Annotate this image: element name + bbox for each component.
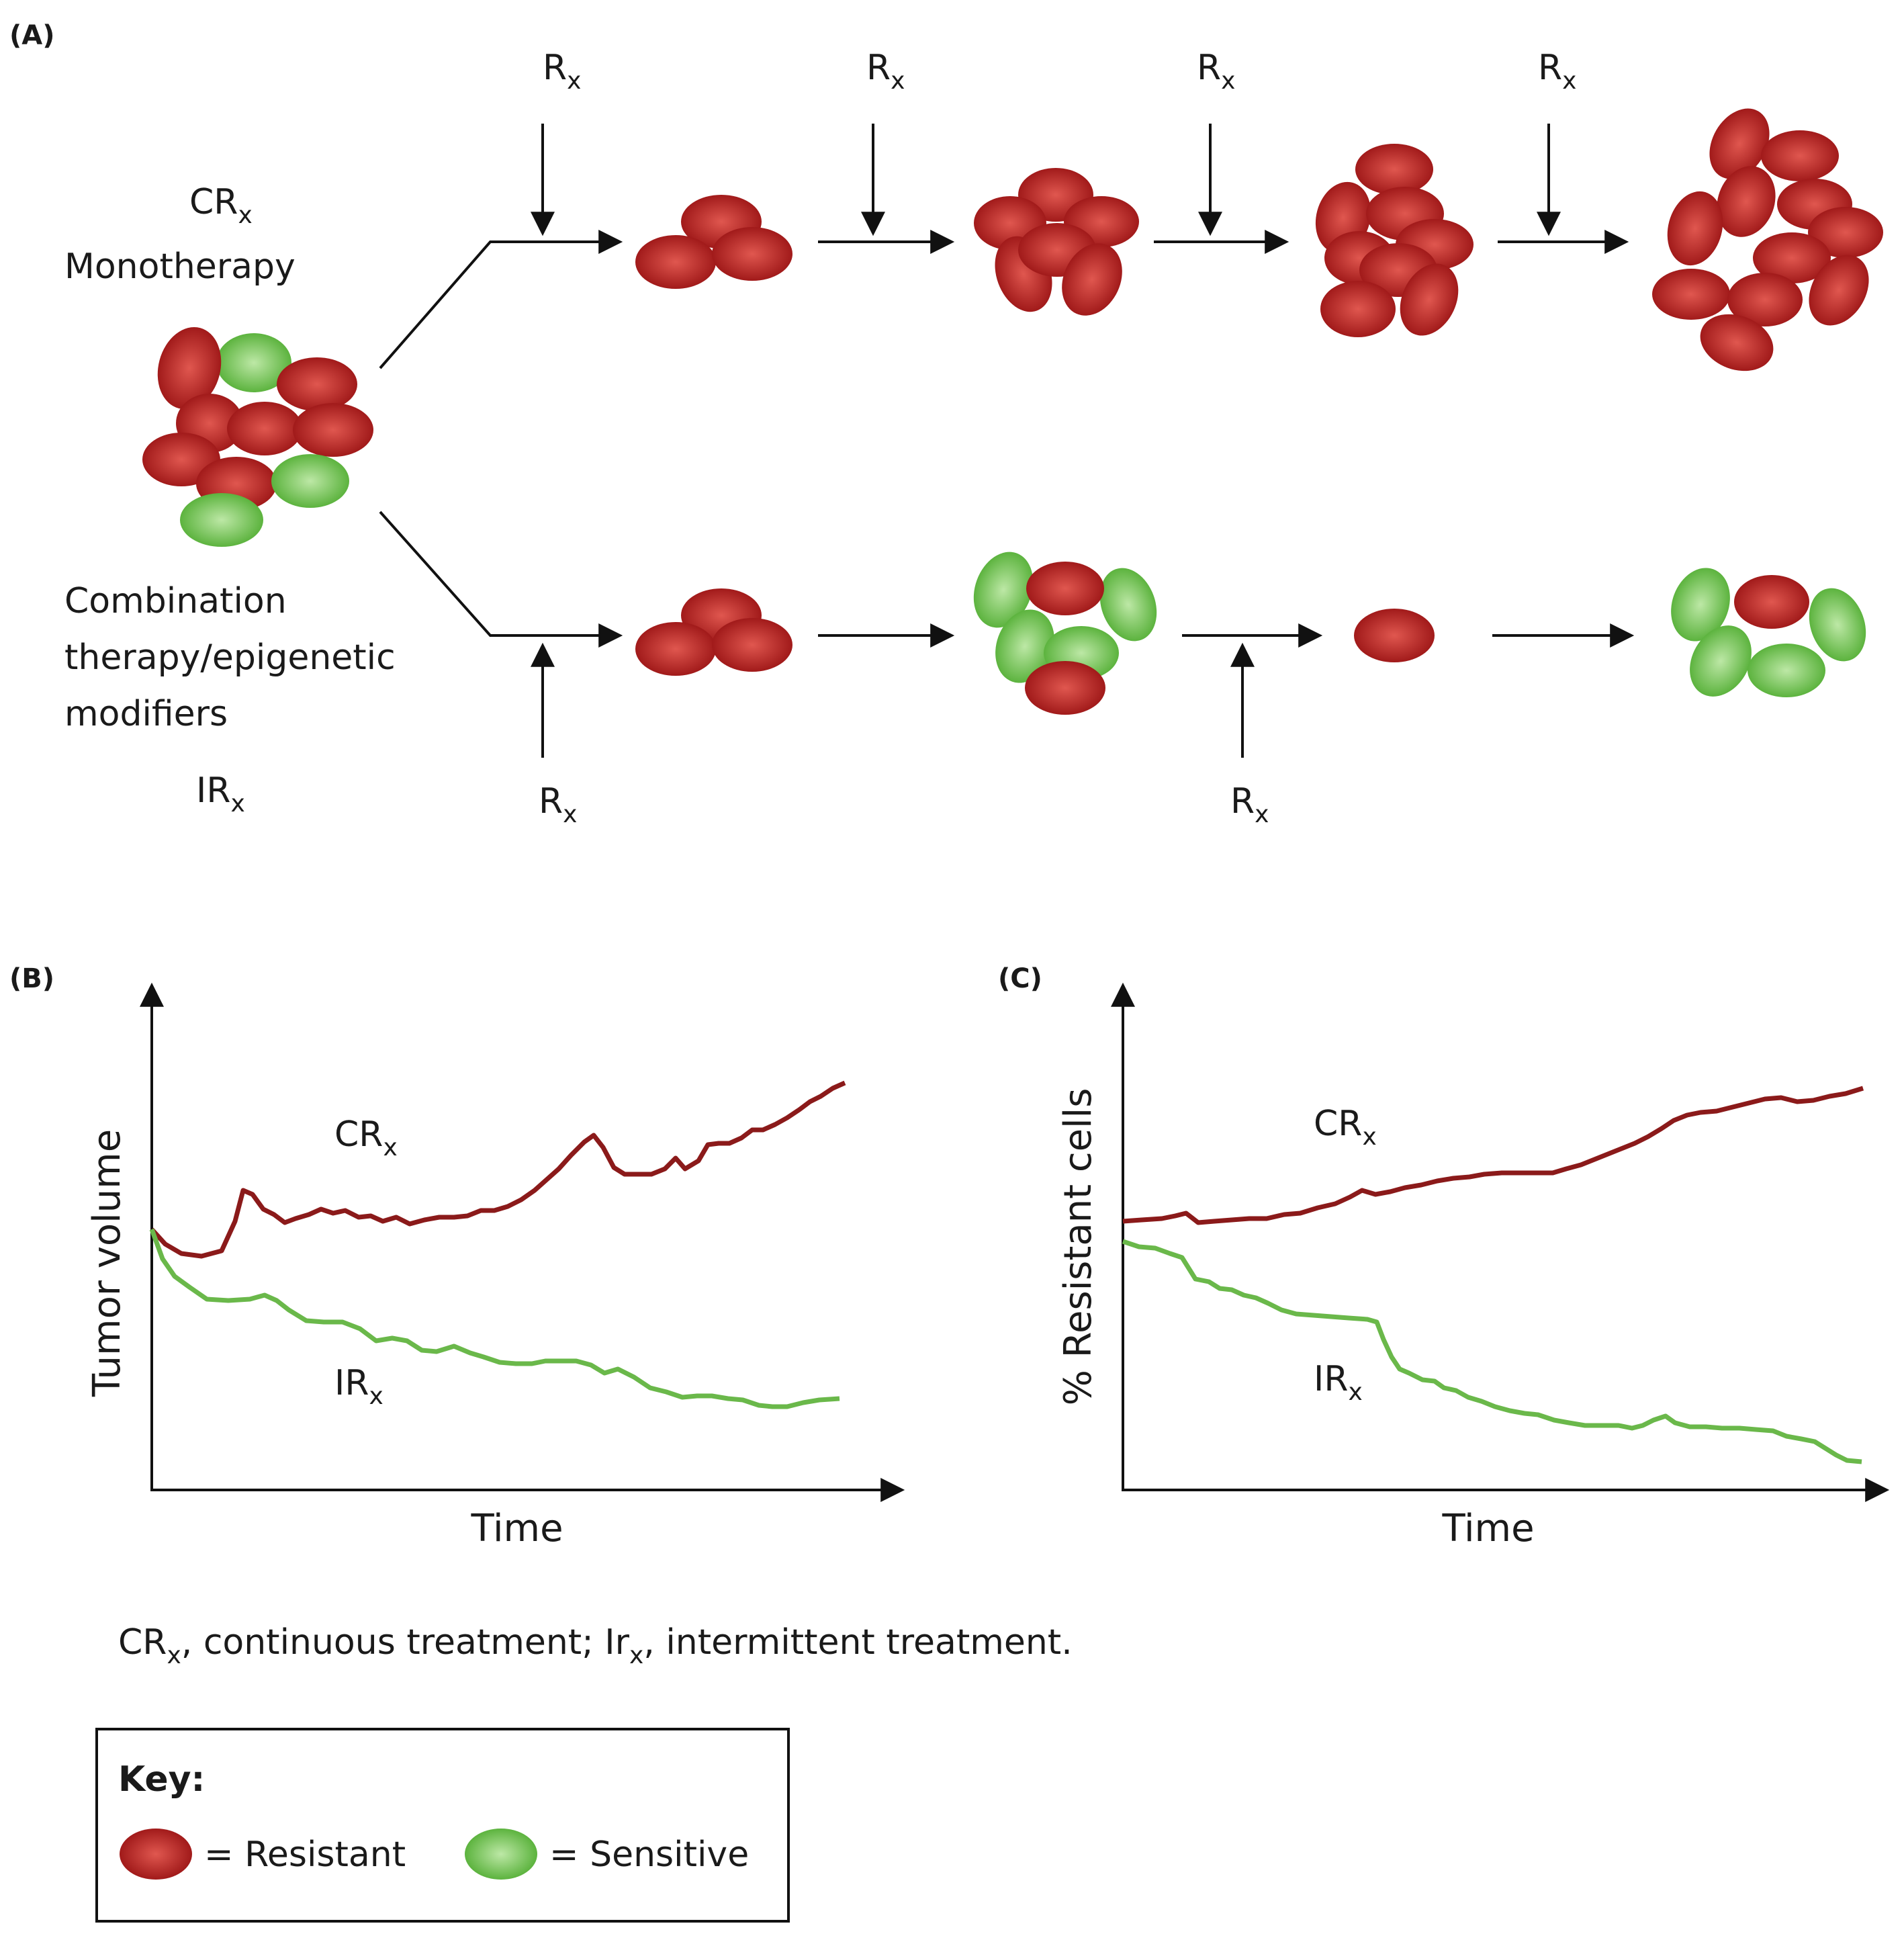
mono-tumor-stage-2 (974, 168, 1139, 316)
svg-text:Rx: Rx (866, 48, 905, 95)
combo-title-line-1: Combination (64, 581, 287, 621)
ir-series-line (1122, 1239, 1862, 1464)
combo-tumor-stage-1 (635, 588, 792, 676)
resistant-cell (293, 403, 373, 457)
sensitive-swatch (465, 1829, 537, 1880)
resistant-cell (635, 622, 716, 676)
resistant-cell (1667, 191, 1723, 266)
svg-text:Rx: Rx (1230, 781, 1269, 828)
cr-series-label: CRx (1314, 1104, 1377, 1151)
rx-dose-bottom-1: Rx (531, 642, 577, 828)
rx-dose-top-3: Rx (1197, 48, 1235, 236)
key-title: Key: (118, 1759, 205, 1800)
rx-dose-top-4: Rx (1537, 48, 1576, 236)
resistant-cell (1400, 263, 1459, 336)
combo-title-line-3: modifiers (64, 694, 228, 734)
resistant-cell (277, 357, 357, 411)
mono-tumor-stage-1 (635, 195, 792, 289)
panel-b: (B) Tumor volume Time CRx IRx (9, 963, 905, 1550)
combo-tumor-stage-2 (973, 552, 1157, 715)
sensitive-cell (1099, 568, 1157, 642)
sensitive-cell (180, 493, 263, 547)
combo-tumor-stage-3 (1354, 609, 1435, 662)
x-axis-label: Time (1441, 1507, 1534, 1550)
cr-series-line (150, 1080, 846, 1259)
resistant-cell (1354, 609, 1435, 662)
svg-text:Rx: Rx (1197, 48, 1235, 95)
panel-b-label: (B) (9, 963, 54, 994)
caption: CRx, continuous treatment; Irx, intermit… (118, 1622, 1073, 1669)
panel-c-label: (C) (998, 963, 1042, 994)
panel-c: (C) % Resistant cells Time CRx IRx (998, 963, 1890, 1550)
resistant-cell (157, 326, 222, 410)
resistant-cell (227, 402, 302, 455)
cr-series-label: CRx (334, 1114, 398, 1161)
resistant-cell (1727, 273, 1803, 326)
resistant-cell (1026, 562, 1104, 615)
resistant-cell (1355, 144, 1433, 195)
resistant-cell (1761, 130, 1839, 181)
mono-branch-arrow (379, 230, 623, 369)
resistant-cell (1753, 232, 1831, 283)
key-box: Key: = Resistant = Sensitive (95, 1728, 790, 1923)
resistant-cell (1320, 281, 1396, 337)
resistant-cell (1709, 108, 1770, 179)
resistant-cell (1700, 314, 1774, 371)
resistant-cell (1062, 243, 1122, 316)
ir-series-line (149, 1228, 840, 1409)
combo-regimen-label: IRx (196, 771, 245, 818)
sensitive-cell (1748, 644, 1825, 697)
rx-dose-bottom-2: Rx (1230, 642, 1269, 828)
sensitive-cell (995, 609, 1054, 683)
y-axis-label: % Resistant cells (1056, 1088, 1100, 1406)
rx-dose-top-1: Rx (531, 48, 581, 236)
resistant-cell (1808, 207, 1883, 258)
panel-a: (A) CRx Monotherapy Combination therapy/… (9, 20, 1883, 828)
initial-tumor (142, 326, 373, 547)
resistant-cell (1025, 661, 1105, 715)
svg-text:Rx: Rx (1538, 48, 1576, 95)
svg-text:Rx: Rx (543, 48, 581, 95)
combo-tumor-stage-4 (1671, 568, 1866, 697)
mono-tumor-stage-3 (1315, 144, 1474, 337)
resistant-cell (712, 618, 792, 672)
resistant-cell (1734, 575, 1809, 629)
resistant-cell (712, 227, 792, 281)
key-resistant-label: = Resistant (204, 1835, 406, 1875)
sensitive-cell (271, 454, 349, 508)
cr-series-line (1122, 1086, 1864, 1225)
combo-title-line-2: therapy/epigenetic (64, 637, 396, 678)
resistant-cell (1652, 269, 1730, 320)
sensitive-cell (1690, 625, 1752, 697)
sensitive-cell (1809, 588, 1866, 662)
mono-tumor-stage-4 (1652, 108, 1883, 371)
ir-series-label: IRx (1314, 1359, 1363, 1406)
mono-title: Monotherapy (64, 247, 296, 287)
resistant-cell (1717, 166, 1776, 237)
key-border (95, 1728, 790, 1923)
sensitive-cell (1671, 568, 1730, 642)
ir-series-label: IRx (334, 1363, 383, 1410)
sensitive-cell (973, 552, 1034, 628)
sensitive-cell (216, 333, 291, 392)
mono-regimen-label: CRx (189, 182, 253, 229)
panel-a-label: (A) (9, 20, 55, 51)
resistant-cell (635, 235, 716, 289)
rx-dose-top-2: Rx (861, 48, 905, 236)
resistant-swatch (120, 1829, 192, 1880)
svg-text:Rx: Rx (539, 781, 577, 828)
x-axis-label: Time (470, 1507, 563, 1550)
key-sensitive-label: = Sensitive (549, 1835, 749, 1875)
resistant-cell (1809, 255, 1869, 326)
y-axis-label: Tumor volume (85, 1129, 129, 1397)
combo-branch-arrow (379, 511, 623, 648)
